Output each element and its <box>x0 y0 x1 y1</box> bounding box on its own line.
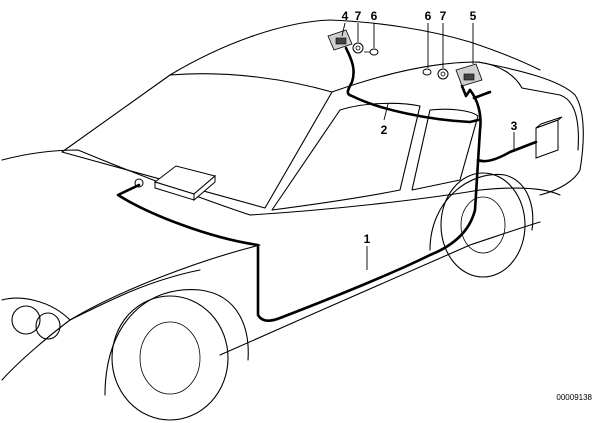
headlight-right <box>35 312 61 340</box>
leader-lines <box>341 22 515 270</box>
callout-4: 4 <box>342 9 349 23</box>
screw-right <box>422 68 432 76</box>
harness-right-branch <box>460 84 492 100</box>
callout-5: 5 <box>470 9 477 23</box>
roof-rear-edge <box>331 61 523 93</box>
roof-module-left <box>327 29 353 51</box>
front-bumper <box>1 269 201 381</box>
wiring-harness <box>116 46 538 322</box>
harness-rear-3 <box>476 140 538 163</box>
rear-wheel <box>440 172 526 278</box>
grommet-left <box>352 42 364 54</box>
callout-2: 2 <box>381 123 388 137</box>
rear-control-unit <box>535 116 563 159</box>
callout-3: 3 <box>511 119 518 133</box>
front-wheel-hub <box>139 321 201 395</box>
grille-line <box>1 297 71 321</box>
front-fender-line <box>69 244 261 321</box>
callout-6-left: 6 <box>371 9 378 23</box>
roof-module-right <box>455 63 483 87</box>
callout-6-right: 6 <box>425 9 432 23</box>
harness-roof-2 <box>344 46 480 124</box>
grommet-right <box>437 68 449 80</box>
car-body <box>1 19 584 421</box>
rear-wheel-arch <box>429 173 534 251</box>
front-wheel-arch <box>104 288 249 396</box>
document-number: 00009138 <box>556 393 592 402</box>
hood-outline <box>1 149 251 216</box>
rear-wheel-hub <box>460 196 506 254</box>
headlight-left <box>11 305 41 335</box>
dash-control-unit <box>134 165 217 202</box>
front-wheel <box>111 295 229 421</box>
trunk-outline <box>477 61 584 196</box>
callout-7-right: 7 <box>440 9 447 23</box>
rear-panel <box>521 87 579 151</box>
screw-left <box>364 48 379 56</box>
side-window-rear <box>411 108 479 191</box>
callout-1: 1 <box>364 232 371 246</box>
callout-7-left: 7 <box>355 9 362 23</box>
sill-line <box>219 221 541 356</box>
body-side-line <box>249 187 561 216</box>
windshield-outline <box>61 73 333 209</box>
side-window-front <box>271 102 421 211</box>
harness-main-1 <box>116 88 482 322</box>
roof-outline <box>169 19 541 76</box>
